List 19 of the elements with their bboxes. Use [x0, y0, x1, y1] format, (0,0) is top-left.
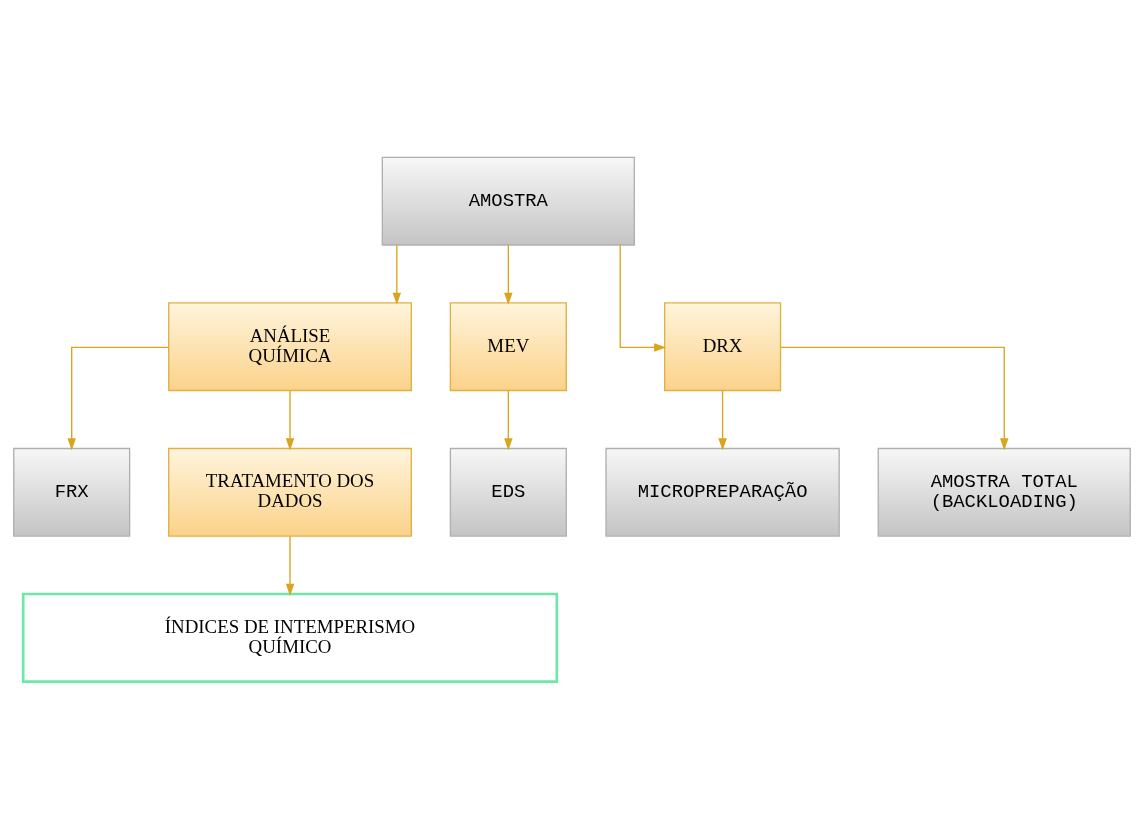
node-box: ANÁLISE QUÍMICA: [168, 301, 412, 391]
arrow: [779, 346, 1009, 450]
node-box: FRX: [13, 447, 131, 537]
arrow: [67, 346, 170, 450]
node-box: AMOSTRA TOTAL (BACKLOADING): [877, 447, 1131, 537]
node-box: EDS: [449, 447, 567, 537]
arrow: [619, 243, 667, 352]
arrow: [718, 389, 727, 450]
node-box: ÍNDICES DE INTEMPERISMO QUÍMICO: [21, 592, 559, 683]
arrow: [392, 244, 402, 305]
node-box: MICROPREPARAÇÃO: [605, 447, 840, 537]
node-box: AMOSTRA: [381, 156, 635, 246]
node-box: DRX: [663, 301, 782, 391]
arrow: [285, 535, 295, 596]
node-box: MEV: [449, 301, 567, 391]
arrow: [504, 389, 513, 450]
arrow: [504, 244, 513, 305]
arrow: [285, 389, 295, 450]
node-box: TRATAMENTO DOS DADOS: [168, 447, 412, 537]
